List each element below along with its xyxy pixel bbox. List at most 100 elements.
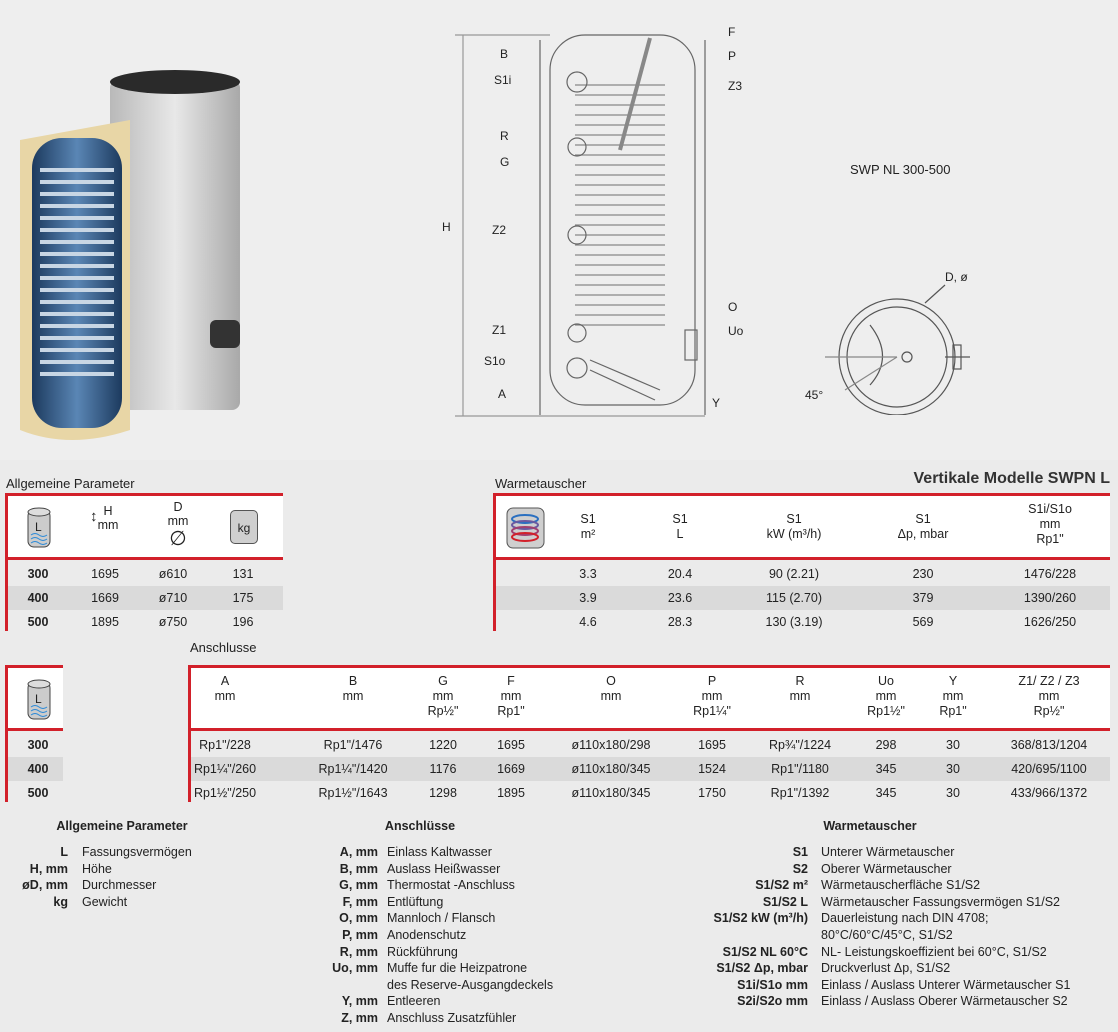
label-s1i: S1i xyxy=(494,73,511,87)
table-cell: 1750 xyxy=(698,786,726,800)
column-header: F xyxy=(507,674,515,688)
table-cell: 3.3 xyxy=(579,567,597,581)
label-s1o: S1o xyxy=(484,354,506,368)
tank-technical-drawing: B S1i R G Z2 Z1 S1o A H F P Z3 O Uo Y xyxy=(442,25,744,417)
legend-key: F, mm xyxy=(342,894,378,909)
tank-product-image xyxy=(20,70,240,440)
table-cell: 433/966/1372 xyxy=(1010,786,1088,800)
table-cell: 1298 xyxy=(429,786,457,800)
legend-value: Anschluss Zusatzfühler xyxy=(387,1011,517,1025)
cell-volume: 400 xyxy=(27,762,49,776)
table-cell: 1669 xyxy=(497,762,525,776)
legend-key: S1i/S1o mm xyxy=(737,977,808,992)
table-cell: 30 xyxy=(946,762,960,776)
label-h: H xyxy=(442,220,451,234)
table-cell: 1476/228 xyxy=(1023,567,1077,581)
cell-d: ø750 xyxy=(158,615,188,629)
table-cell: 1524 xyxy=(698,762,726,776)
column-header: G xyxy=(438,674,448,688)
legend-value: Durchmesser xyxy=(82,878,157,893)
table-cell: 28.3 xyxy=(667,615,693,629)
volume-tank-icon: L xyxy=(27,679,51,720)
legend-value: 80°C/60°C/45°C, S1/S2 xyxy=(821,928,953,942)
table-cell: 30 xyxy=(946,738,960,752)
table-cell: ø110x180/345 xyxy=(571,762,651,776)
table-cell: 30 xyxy=(946,786,960,800)
table-cell: ø110x180/345 xyxy=(571,786,651,800)
legend-key: S1/S2 Δp, mbar xyxy=(716,961,808,976)
legend-value: Entleeren xyxy=(387,994,441,1009)
label-f: F xyxy=(728,25,735,39)
column-header: P xyxy=(707,674,717,688)
legend-value: Entlüftung xyxy=(387,894,444,909)
volume-tank-icon: L xyxy=(27,507,51,548)
table-cell: 1695 xyxy=(497,738,525,752)
table-cell: 1895 xyxy=(497,786,525,800)
table-cell: 1390/260 xyxy=(1023,591,1077,605)
column-header: Rp½" xyxy=(427,704,459,718)
legend-key: O, mm xyxy=(339,911,378,926)
legend-value: Fassungsvermögen xyxy=(82,845,192,859)
legend-value: Dauerleistung nach DIN 4708; xyxy=(821,911,989,926)
table-row: 400 xyxy=(8,757,63,781)
legend-value: Wärmetauscherfläche S1/S2 xyxy=(821,878,981,893)
header-d: D xyxy=(173,500,183,514)
column-header: S1i/S1o xyxy=(1028,502,1072,516)
table-cell: 4.6 xyxy=(579,615,597,629)
cell-kg: 175 xyxy=(232,591,254,605)
legend-value: Muffe fur die Heizpatrone xyxy=(387,961,528,976)
table-cell: 1626/250 xyxy=(1023,615,1077,629)
header-d-unit: mm xyxy=(167,514,189,528)
legend-value: Einlass Kaltwasser xyxy=(387,845,492,859)
column-header: mm xyxy=(432,689,454,703)
svg-text:L: L xyxy=(35,520,42,534)
cell-kg: 131 xyxy=(232,567,254,581)
label-z2: Z2 xyxy=(492,223,506,237)
label-p: P xyxy=(728,49,736,63)
table-cell: 379 xyxy=(912,591,934,605)
legend-value: Wärmetauscher Fassungsvermögen S1/S2 xyxy=(821,894,1060,909)
column-header: Rp1" xyxy=(939,704,967,718)
table-cell: 115 (2.70) xyxy=(765,591,823,605)
legend-heading: Anschlüsse xyxy=(384,819,456,833)
legend-value: Thermostat -Anschluss xyxy=(387,878,515,893)
legend-value: Gewicht xyxy=(82,894,128,909)
header-h: H xyxy=(103,504,113,518)
legend-key: Y, mm xyxy=(341,994,378,1009)
column-header: Rp1½" xyxy=(867,704,905,718)
label-diameter: D, ø xyxy=(945,270,968,284)
column-header: R xyxy=(795,674,805,688)
dimension-labels: B S1i R G Z2 Z1 S1o A H F P Z3 O Uo Y xyxy=(442,25,744,410)
legend-key: S1/S2 m² xyxy=(755,878,808,893)
page-title: Vertikale Modelle SWPN L xyxy=(913,470,1111,487)
legend-value: Oberer Wärmetauscher xyxy=(821,861,952,876)
legend-key: Uo, mm xyxy=(332,961,378,976)
column-header: Rp½" xyxy=(1033,704,1065,718)
legend-key: P, mm xyxy=(342,928,378,942)
column-header: B xyxy=(348,674,358,688)
table-cell: 420/695/1100 xyxy=(1011,762,1087,776)
column-header: Rp1¼" xyxy=(693,704,731,718)
cell-kg: 196 xyxy=(232,615,254,629)
column-header: S1 xyxy=(786,512,802,526)
column-header: mm xyxy=(789,689,811,703)
tank-top-view-drawing: D, ø 45° xyxy=(805,270,970,415)
general-params-label: Allgemeine Parameter xyxy=(6,476,135,491)
table-cell: Rp1"/1180 xyxy=(771,762,829,776)
table-cell: 20.4 xyxy=(667,567,693,581)
table-cell: Rp¾"/1224 xyxy=(768,738,832,752)
table-cell: Rp1"/1392 xyxy=(770,786,830,800)
cell-d: ø610 xyxy=(158,567,188,581)
legend-value: Anodenschutz xyxy=(387,928,467,942)
column-header: mm xyxy=(500,689,522,703)
column-header: mm xyxy=(942,689,964,703)
legend-value: des Reserve-Ausgangdeckels xyxy=(387,977,554,992)
column-header: mm xyxy=(875,689,897,703)
legend-key: H, mm xyxy=(29,861,68,876)
